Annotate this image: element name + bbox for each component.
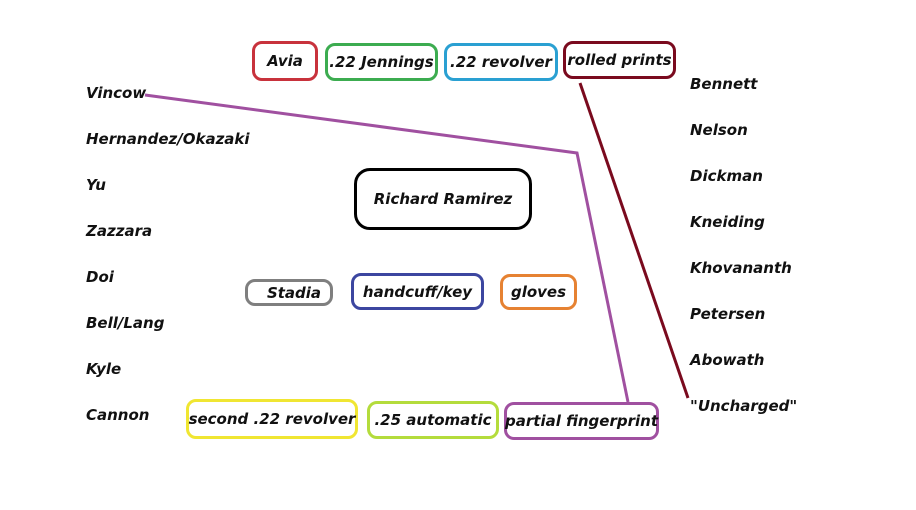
evidence-label: partial fingerprint bbox=[505, 412, 658, 430]
evidence-label: handcuff/key bbox=[362, 282, 473, 301]
evidence-label: .22 Jennings bbox=[329, 53, 434, 71]
evidence-rolled-prints: rolled prints bbox=[563, 41, 676, 79]
evidence-partial-fingerprint: partial fingerprint bbox=[504, 402, 659, 440]
victim-right: Khovananth bbox=[690, 259, 792, 277]
victim-right: Kneiding bbox=[690, 213, 765, 231]
suspect-richard-ramirez: Richard Ramirez bbox=[354, 168, 532, 230]
victim-right: Bennett bbox=[690, 75, 758, 93]
evidence-label: second .22 revolver bbox=[188, 410, 356, 428]
victim-right: Dickman bbox=[690, 167, 763, 185]
evidence-label: Stadia bbox=[266, 283, 322, 302]
victim-right: Nelson bbox=[690, 121, 748, 139]
evidence-22-jennings: .22 Jennings bbox=[325, 43, 438, 81]
evidence-label: gloves bbox=[510, 283, 567, 301]
evidence-gloves: gloves bbox=[500, 274, 577, 310]
evidence-label: .25 automatic bbox=[374, 411, 492, 429]
victim-left: Doi bbox=[86, 268, 114, 286]
victim-right: Abowath bbox=[690, 351, 765, 369]
victim-left: Kyle bbox=[86, 360, 122, 378]
victim-right: "Uncharged" bbox=[690, 397, 798, 415]
evidence-stadia: Stadia bbox=[245, 279, 333, 306]
evidence-label: .22 revolver bbox=[450, 53, 552, 71]
suspect-label: Richard Ramirez bbox=[373, 190, 513, 208]
victim-right: Petersen bbox=[690, 305, 766, 323]
victim-left: Yu bbox=[86, 176, 106, 194]
evidence-avia: Avia bbox=[252, 41, 318, 81]
evidence-label: rolled prints bbox=[567, 51, 672, 69]
victim-left: Bell/Lang bbox=[86, 314, 165, 332]
victim-left: Hernandez/Okazaki bbox=[86, 130, 250, 148]
victim-left: Zazzara bbox=[86, 222, 153, 240]
evidence-25-automatic: .25 automatic bbox=[367, 401, 499, 439]
evidence-handcuff-key: handcuff/key bbox=[351, 273, 484, 310]
victim-left: Vincow bbox=[86, 84, 147, 102]
evidence-label: Avia bbox=[267, 52, 303, 70]
victim-left: Cannon bbox=[86, 406, 150, 424]
evidence-22-revolver: .22 revolver bbox=[444, 43, 558, 81]
connection-rolled-prints-uncharged bbox=[578, 82, 690, 399]
evidence-second-22-revolver: second .22 revolver bbox=[186, 399, 358, 439]
